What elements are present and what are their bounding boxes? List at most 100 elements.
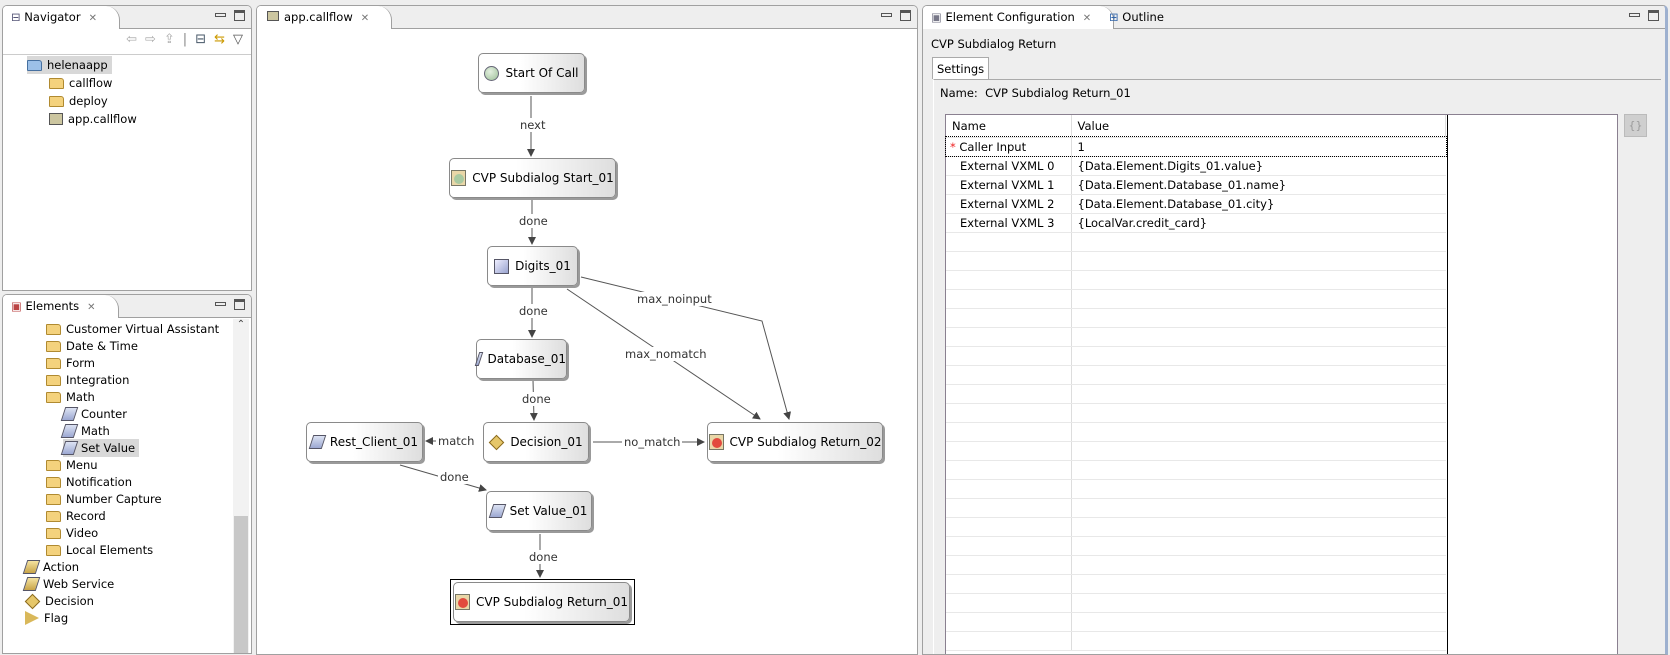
empty-row bbox=[946, 460, 1446, 480]
empty-row bbox=[946, 270, 1446, 290]
tab-outline[interactable]: ⊞ Outline bbox=[1109, 10, 1164, 24]
column-header-name[interactable]: Name bbox=[946, 115, 1072, 138]
back-icon[interactable]: ⇦ bbox=[126, 32, 137, 47]
maximize-button[interactable] bbox=[1648, 10, 1659, 21]
empty-row bbox=[946, 327, 1446, 347]
callflow-file-icon bbox=[267, 11, 279, 21]
property-value[interactable]: {Data.Element.Digits_01.value} bbox=[1071, 156, 1446, 176]
folder-icon bbox=[46, 493, 61, 505]
up-icon[interactable]: ⇪ bbox=[163, 32, 175, 47]
table-row[interactable]: External VXML 2 {Data.Element.Database_01… bbox=[946, 194, 1446, 214]
property-name: External VXML 2 bbox=[960, 196, 1055, 211]
empty-row bbox=[946, 574, 1446, 594]
maximize-button[interactable] bbox=[900, 10, 911, 21]
navigator-panel: ⊟ Navigator✕ ⇦⇨⇪|⊟⇆▽ helenaapp callflow … bbox=[2, 5, 252, 291]
tree-item-element[interactable]: Web Service bbox=[22, 575, 114, 593]
tree-item-helenaapp[interactable]: helenaapp bbox=[27, 56, 112, 74]
folder-icon bbox=[46, 476, 61, 488]
scroll-up-icon[interactable]: ⌃ bbox=[236, 319, 246, 330]
required-icon: * bbox=[950, 139, 960, 154]
folder-icon bbox=[46, 544, 61, 556]
element-icon bbox=[60, 407, 79, 421]
tree-item-element[interactable]: Local Elements bbox=[46, 541, 153, 559]
property-value[interactable]: {Data.Element.Database_01.name} bbox=[1071, 175, 1446, 195]
empty-row bbox=[946, 612, 1446, 632]
tree-item-element[interactable]: Form bbox=[46, 354, 95, 372]
minimize-button[interactable] bbox=[1629, 13, 1640, 17]
tree-item-app-callflow[interactable]: app.callflow bbox=[49, 110, 137, 128]
tree-item-element[interactable]: Record bbox=[46, 507, 106, 525]
navigator-toolbar: ⇦⇨⇪|⊟⇆▽ bbox=[126, 32, 243, 47]
empty-row bbox=[946, 593, 1446, 613]
action-icon bbox=[22, 560, 41, 574]
folder-icon bbox=[49, 77, 64, 89]
folder-icon bbox=[46, 510, 61, 522]
tab-app-callflow[interactable]: app.callflow✕ bbox=[257, 6, 393, 29]
editor-tabbar: app.callflow✕ bbox=[257, 6, 917, 29]
empty-row bbox=[946, 308, 1446, 328]
folder-icon bbox=[49, 95, 64, 107]
tree-item-element[interactable]: Flag bbox=[25, 609, 68, 627]
tab-navigator[interactable]: ⊟ Navigator✕ bbox=[3, 6, 120, 29]
tree-item-callflow[interactable]: callflow bbox=[49, 74, 112, 92]
folder-icon bbox=[46, 391, 61, 403]
property-value[interactable]: {Data.Element.Database_01.city} bbox=[1071, 194, 1446, 214]
close-icon[interactable]: ✕ bbox=[88, 13, 97, 24]
tree-item-element[interactable]: Decision bbox=[24, 592, 94, 610]
tree-item-deploy[interactable]: deploy bbox=[49, 92, 108, 110]
tree-item-element[interactable]: Set Value bbox=[60, 439, 140, 457]
tab-element-configuration[interactable]: ▣ Element Configuration✕ bbox=[923, 6, 1115, 29]
tree-item-element[interactable]: Date & Time bbox=[46, 337, 138, 355]
property-value[interactable]: {LocalVar.credit_card} bbox=[1071, 213, 1446, 233]
minimize-button[interactable] bbox=[215, 302, 226, 306]
config-tabbar: ▣ Element Configuration✕ ⊞ Outline bbox=[923, 6, 1665, 29]
scrollbar-thumb[interactable] bbox=[234, 516, 248, 653]
forward-icon[interactable]: ⇨ bbox=[144, 32, 156, 47]
property-value[interactable]: 1 bbox=[1071, 137, 1446, 157]
empty-row bbox=[946, 441, 1446, 461]
link-editor-icon[interactable]: ⇆ bbox=[214, 32, 225, 47]
table-row[interactable]: External VXML 1{Data.Element.Database_01… bbox=[946, 175, 1446, 195]
view-menu-icon[interactable]: ▽ bbox=[233, 32, 243, 47]
tree-item-element[interactable]: Video bbox=[46, 524, 98, 542]
empty-row bbox=[946, 403, 1446, 423]
close-icon[interactable]: ✕ bbox=[360, 13, 370, 24]
folder-icon bbox=[46, 459, 61, 471]
empty-row bbox=[946, 251, 1446, 271]
settings-content: Name: CVP Subdialog Return_01 Name Value… bbox=[933, 79, 1661, 654]
tree-item-element[interactable]: Number Capture bbox=[46, 490, 162, 508]
minimize-button[interactable] bbox=[215, 13, 226, 17]
outline-icon: ⊞ bbox=[1109, 10, 1123, 24]
tree-item-element[interactable]: Math bbox=[46, 388, 95, 406]
navigator-tabbar: ⊟ Navigator✕ bbox=[3, 6, 251, 29]
tree-item-element[interactable]: Notification bbox=[46, 473, 132, 491]
column-header-value[interactable]: Value bbox=[1071, 115, 1446, 138]
close-icon[interactable]: ✕ bbox=[1082, 13, 1092, 24]
table-row[interactable]: External VXML 0{Data.Element.Digits_01.v… bbox=[946, 156, 1446, 176]
tab-settings[interactable]: Settings bbox=[932, 57, 990, 79]
maximize-button[interactable] bbox=[234, 299, 245, 310]
maximize-button[interactable] bbox=[234, 10, 245, 21]
empty-row bbox=[946, 536, 1446, 556]
tree-item-element[interactable]: Math bbox=[60, 422, 110, 440]
elements-scrollbar[interactable]: ⌃ bbox=[233, 319, 249, 653]
minimize-button[interactable] bbox=[881, 13, 892, 17]
tree-item-element[interactable]: Menu bbox=[46, 456, 98, 474]
empty-row bbox=[946, 232, 1446, 252]
callflow-editor: app.callflow✕ bbox=[256, 5, 918, 655]
folder-icon bbox=[46, 340, 61, 352]
variable-picker-button[interactable]: {} bbox=[1624, 114, 1647, 137]
empty-row bbox=[946, 422, 1446, 442]
tree-item-element[interactable]: Integration bbox=[46, 371, 129, 389]
tab-elements[interactable]: ▣ Elements✕ bbox=[3, 295, 119, 318]
empty-row bbox=[946, 517, 1446, 537]
collapse-all-icon[interactable]: ⊟ bbox=[195, 32, 207, 47]
tree-item-element[interactable]: Counter bbox=[60, 405, 127, 423]
folder-icon bbox=[46, 323, 61, 335]
close-icon[interactable]: ✕ bbox=[87, 302, 96, 313]
tree-item-element[interactable]: Customer Virtual Assistant bbox=[46, 320, 219, 338]
table-row[interactable]: External VXML 3{LocalVar.credit_card} bbox=[946, 213, 1446, 233]
tree-item-element[interactable]: Action bbox=[22, 558, 79, 576]
